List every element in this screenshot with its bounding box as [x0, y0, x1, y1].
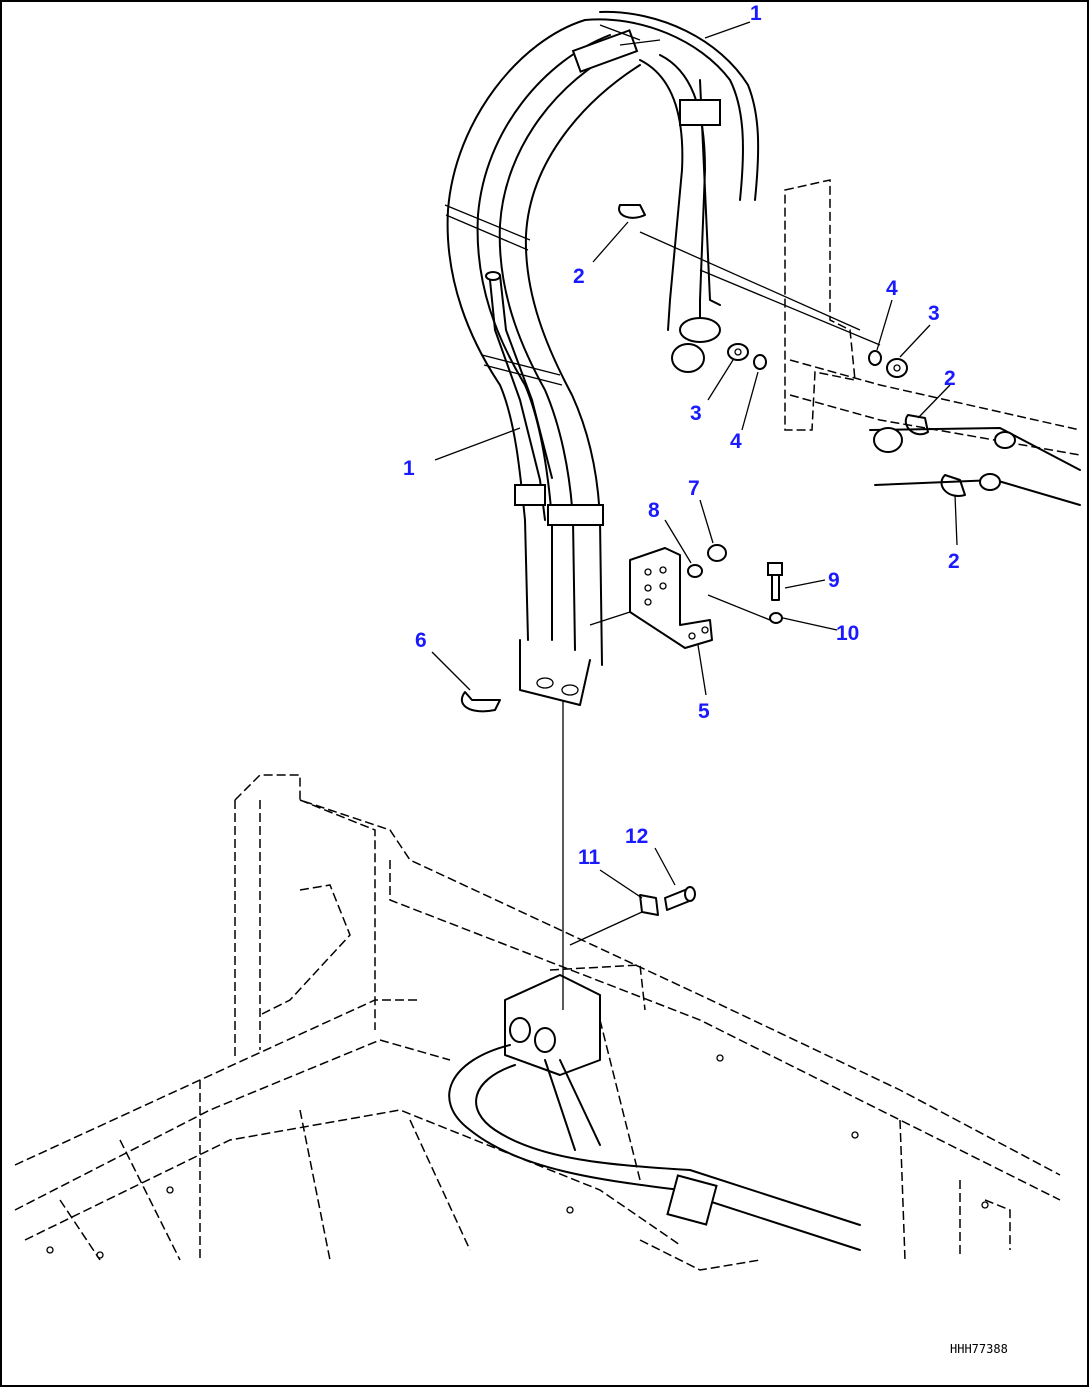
hose-assembly-right — [571, 10, 760, 373]
callout-9: 9 — [828, 569, 840, 592]
callout-10: 10 — [836, 622, 859, 645]
valve-block-assembly — [448, 974, 861, 1251]
bolt-part-12 — [664, 886, 696, 911]
callout-3a: 3 — [690, 402, 702, 425]
callout-1a: 1 — [750, 2, 762, 25]
nut-part-8 — [687, 564, 703, 578]
clamp-part-6 — [460, 691, 501, 713]
right-frame-bracket — [639, 179, 1081, 506]
washer-part-7 — [707, 544, 727, 562]
callout-2a: 2 — [573, 265, 585, 288]
callout-2b: 2 — [944, 367, 956, 390]
callout-8: 8 — [648, 499, 660, 522]
callout-12: 12 — [625, 825, 648, 848]
bolt-part-9 — [767, 562, 783, 601]
callout-1b: 1 — [403, 457, 415, 480]
callout-5: 5 — [698, 700, 710, 723]
washer-nut-parts — [727, 343, 908, 378]
leader-lines — [431, 21, 958, 899]
callout-4a: 4 — [730, 430, 742, 453]
clamp-part-2 — [618, 204, 966, 497]
callout-2c: 2 — [948, 550, 960, 573]
hose-assembly-left — [444, 19, 641, 706]
mounting-bracket-part-5 — [589, 547, 776, 649]
callout-3b: 3 — [928, 302, 940, 325]
callout-6: 6 — [415, 629, 427, 652]
drawing-code: HHH77388 — [950, 1342, 1008, 1356]
callout-7: 7 — [688, 477, 700, 500]
chassis-frame — [14, 774, 1061, 1271]
callout-labels: 1 1 2 2 2 3 3 4 4 5 6 7 8 9 10 11 12 — [403, 2, 960, 869]
washer-part-10 — [769, 612, 783, 624]
callout-4b: 4 — [886, 277, 898, 300]
callout-11: 11 — [578, 846, 601, 869]
plate-part-11 — [639, 894, 659, 916]
